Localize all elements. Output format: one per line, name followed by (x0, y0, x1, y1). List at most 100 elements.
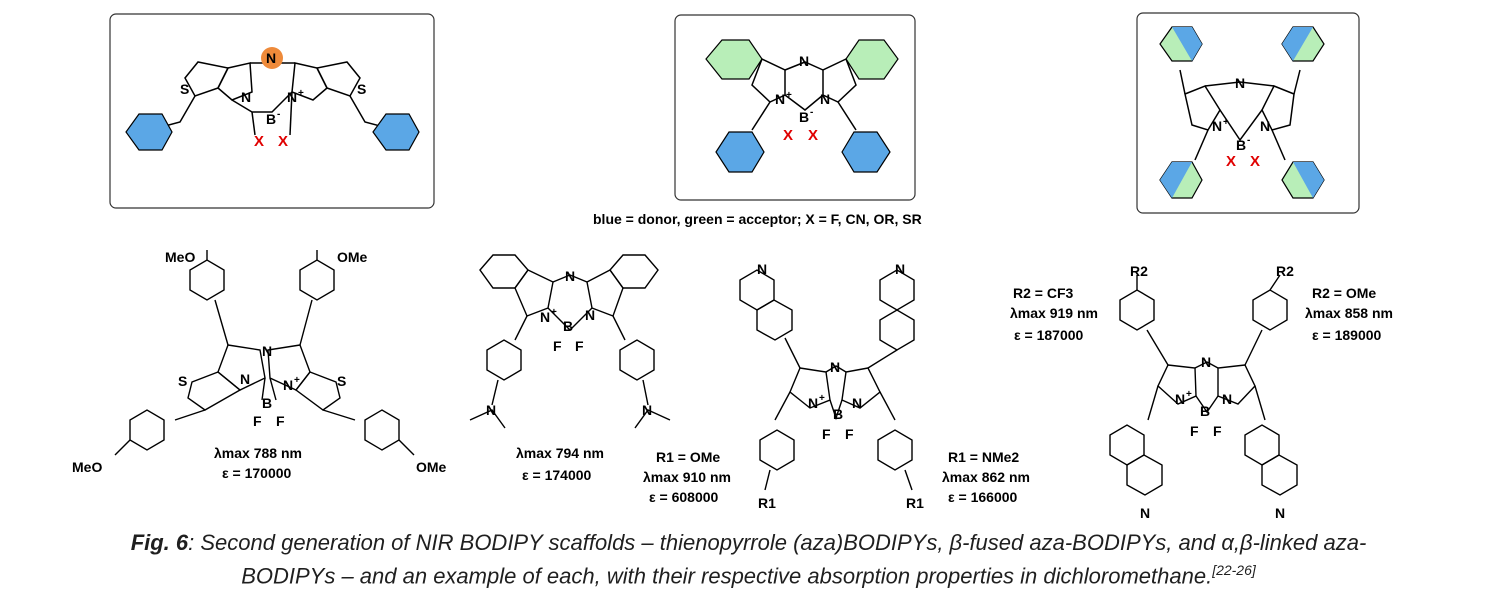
x-substituent-label: X (808, 127, 818, 144)
ex3-lambda-max-nme2: λmax 862 nm (942, 469, 1030, 485)
methoxy-label: OMe (337, 249, 368, 265)
ex3-epsilon-ome: ε = 608000 (649, 489, 719, 505)
atom-n: N (585, 307, 595, 323)
atom-n-meso: N (565, 268, 575, 284)
methoxy-label: MeO (165, 249, 195, 265)
figure-caption-line2: BODIPYs – and an example of each, with t… (0, 562, 1497, 589)
atom-n: N (642, 402, 652, 418)
atom-n: N (486, 402, 496, 418)
example3-structure (739, 269, 915, 491)
ex4-epsilon-ome: ε = 189000 (1312, 327, 1382, 343)
methoxy-label: MeO (72, 459, 102, 475)
atom-b: B (262, 395, 272, 411)
ex4-epsilon-cf3: ε = 187000 (1014, 327, 1084, 343)
atom-n: N (1140, 505, 1150, 521)
donor-half (1282, 27, 1313, 61)
ex2-lambda-max: λmax 794 nm (516, 445, 604, 461)
atom-f: F (553, 338, 562, 354)
atom-n-meso: N (262, 343, 272, 359)
atom-f: F (276, 413, 285, 429)
atom-n: N (287, 89, 297, 105)
methoxy-label: OMe (416, 459, 447, 475)
atom-s: S (337, 373, 346, 389)
atom-n: N (820, 91, 830, 107)
atom-b: B (1236, 137, 1246, 153)
atom-s: S (357, 81, 366, 97)
ex4-lambda-max-ome: λmax 858 nm (1305, 305, 1393, 321)
x-substituent-label: X (783, 127, 793, 144)
example4-structure (1109, 274, 1298, 496)
atom-n: N (852, 395, 862, 411)
ex1-epsilon: ε = 170000 (222, 465, 292, 481)
x-substituent-label: X (1250, 153, 1260, 170)
caption-text: BODIPYs – and an example of each, with t… (241, 563, 1213, 589)
caption-text: : Second generation of NIR BODIPY scaffo… (188, 530, 1367, 555)
ex3-r1-nme2: R1 = NMe2 (948, 449, 1019, 465)
scaffold-box-beta-fused (674, 14, 916, 201)
charge-plus: + (1186, 389, 1192, 400)
alpha-beta-core (1179, 69, 1301, 161)
beta-fused-core (751, 57, 857, 131)
atom-n-meso: N (266, 50, 276, 66)
ex4-lambda-max-cf3: λmax 919 nm (1010, 305, 1098, 321)
acceptor-hexagon (845, 39, 899, 80)
atom-n: N (240, 371, 250, 387)
charge-plus: + (298, 88, 304, 99)
ex4-r2-cf3: R2 = CF3 (1013, 285, 1074, 301)
atom-b: B (563, 318, 573, 334)
atom-b: B (799, 109, 809, 125)
donor-half (1160, 162, 1192, 198)
atom-n-meso: N (830, 359, 840, 375)
scaffold-box-thienopyrrole (109, 13, 435, 209)
atom-n-meso: N (1235, 75, 1245, 91)
caption-refs: [22-26] (1212, 562, 1256, 578)
atom-n: N (895, 261, 905, 277)
donor-hexagon (125, 113, 173, 151)
atom-n: N (808, 395, 818, 411)
atom-n: N (1222, 391, 1232, 407)
scaffold-box-alpha-beta-linked (1136, 12, 1360, 214)
atom-b: B (833, 406, 843, 422)
atom-n: N (1175, 391, 1185, 407)
x-substituent-label: X (1226, 153, 1236, 170)
ex3-lambda-max-ome: λmax 910 nm (643, 469, 731, 485)
atom-n: N (775, 91, 785, 107)
ex1-lambda-max: λmax 788 nm (214, 445, 302, 461)
donor-hexagon (372, 113, 420, 151)
meso-nitrogen-highlight (261, 47, 283, 69)
atom-n: N (1260, 118, 1270, 134)
example2-structure (469, 254, 671, 429)
atom-s: S (180, 81, 189, 97)
acceptor-hexagon (705, 39, 763, 80)
charge-plus: + (551, 307, 557, 318)
charge-minus: - (277, 109, 280, 120)
atom-f: F (1190, 423, 1199, 439)
atom-n: N (283, 377, 293, 393)
donor-hexagon (841, 131, 891, 173)
atom-n: N (1212, 118, 1222, 134)
atom-f: F (822, 426, 831, 442)
atom-f: F (845, 426, 854, 442)
ex3-r1-ome: R1 = OMe (656, 449, 720, 465)
charge-plus: + (786, 90, 792, 101)
r1-label: R1 (906, 495, 924, 511)
atom-n-meso: N (1201, 354, 1211, 370)
atom-b: B (1200, 403, 1210, 419)
donor-hexagon (715, 131, 765, 173)
ex4-r2-ome: R2 = OMe (1312, 285, 1376, 301)
atom-n-meso: N (799, 53, 809, 69)
atom-f: F (253, 413, 262, 429)
charge-plus: + (294, 375, 300, 386)
r2-label: R2 (1130, 263, 1148, 279)
atom-s: S (178, 373, 187, 389)
atom-n: N (241, 89, 251, 105)
atom-b: B (266, 111, 276, 127)
x-substituent-label: X (254, 133, 264, 150)
donor-half (1172, 27, 1202, 61)
figure-label: Fig. 6 (130, 530, 189, 555)
charge-minus: - (1247, 135, 1250, 146)
ex3-epsilon-nme2: ε = 166000 (948, 489, 1018, 505)
r1-label: R1 (758, 495, 776, 511)
atom-n: N (757, 261, 767, 277)
charge-plus: + (819, 393, 825, 404)
